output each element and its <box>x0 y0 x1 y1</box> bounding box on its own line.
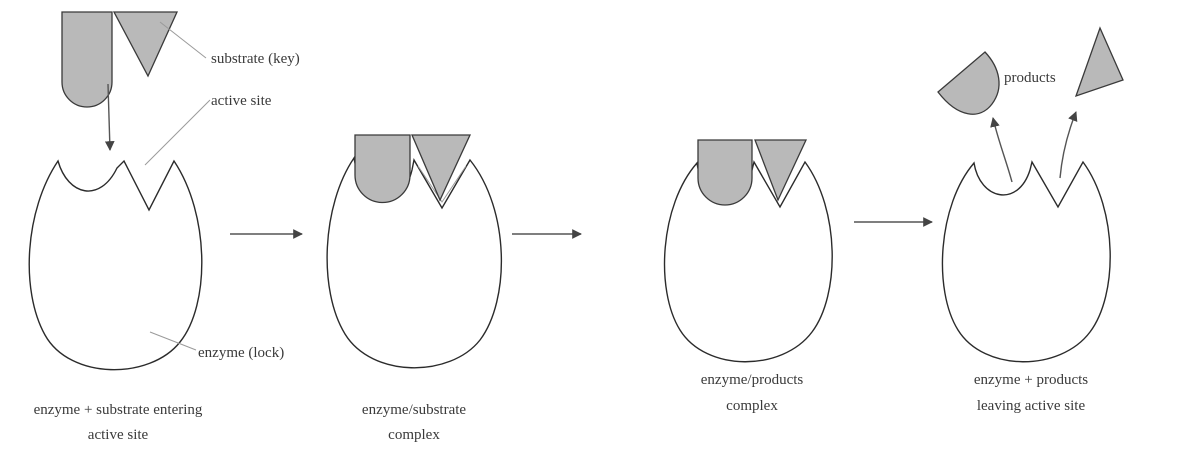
substrate-label: substrate (key) <box>211 51 300 67</box>
enzyme-lock <box>29 161 202 370</box>
active-site-leader-line <box>145 100 210 165</box>
enzyme <box>942 162 1110 362</box>
stage-4-caption-line-2: leaving active site <box>977 398 1086 414</box>
stage-4-caption-line-1: enzyme + products <box>974 372 1088 388</box>
stage-2: enzyme/substrate complex <box>327 135 501 443</box>
stage-3: enzyme/products complex <box>665 140 833 414</box>
substrate-leader-line <box>160 22 206 58</box>
stage-3-caption-line-2: complex <box>726 398 778 414</box>
enzyme-label: enzyme (lock) <box>198 345 284 361</box>
stage-4: products enzyme + products leaving activ… <box>938 28 1123 414</box>
active-site-label: active site <box>211 93 272 109</box>
product-exit-arrow-right <box>1060 112 1076 178</box>
enzyme <box>327 158 501 368</box>
stage-1-caption-line-2: active site <box>88 427 149 443</box>
products-label: products <box>1004 70 1056 86</box>
product-triangle <box>1076 28 1123 96</box>
stage-2-caption-line-2: complex <box>388 427 440 443</box>
stage-1-caption-line-1: enzyme + substrate entering <box>34 402 203 418</box>
stage-3-caption-line-1: enzyme/products <box>701 372 804 388</box>
product-round <box>938 52 999 114</box>
product-exit-arrow-left <box>993 118 1012 182</box>
stage-2-caption-line-1: enzyme/substrate <box>362 402 466 418</box>
substrate-key <box>62 12 177 107</box>
stage-1: substrate (key) active site enzyme (lock… <box>29 12 299 443</box>
